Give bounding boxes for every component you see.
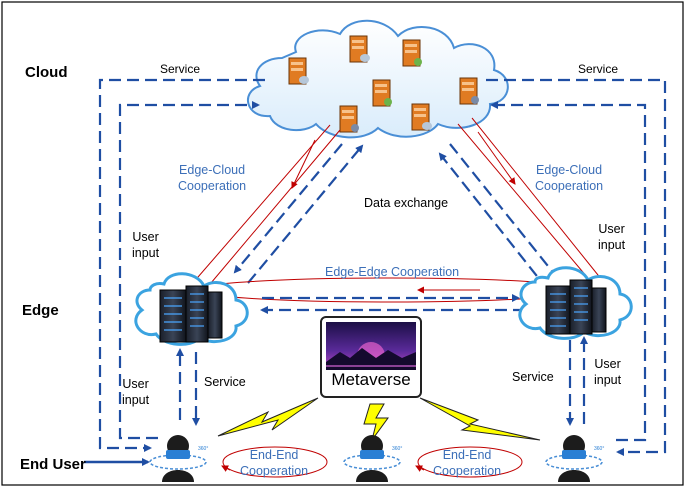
svg-text:360°: 360° [594,446,604,452]
cloud-server-icon [411,103,432,131]
edge-edge-label: Edge-Edge Cooperation [325,265,460,279]
cloud-servers [288,35,479,133]
vr-user-left: 360° [149,435,208,482]
user-input-label-left-upper: User input [132,230,160,260]
edge-node-right [518,266,633,340]
end-end-links [221,446,523,478]
cloud-to-edge-left-arrow [233,143,343,274]
vr-user-right: 360° [545,435,604,482]
cloud-to-edge-right-arrow [449,143,558,278]
edge-server-rack-icon [159,285,223,343]
cloud-datacenter [247,19,509,139]
service-label-right-lower: Service [512,370,554,384]
wireless-links [217,397,541,441]
edge-right-to-cloud-arrow [438,152,549,291]
red-line [199,129,341,297]
cloud-server-icon [372,79,392,107]
user-input-label-right-lower: User input [594,357,622,387]
service-label-right: Service [578,62,619,76]
edge-cloud-label-left: Edge-Cloud Cooperation [178,163,247,193]
red-arrow [477,131,516,185]
service-label-left: Service [160,62,201,76]
vr-user-middle: 360° [343,435,402,482]
user-input-label-left-lower: User input [122,377,150,407]
svg-text:360°: 360° [392,446,402,452]
edge-left-to-cloud-arrow [247,144,364,284]
edge-server-rack-icon [545,279,607,335]
service-arrow-right-outer [486,78,667,456]
cloud-server-icon [339,105,359,133]
edge-cloud-label-right: Edge-Cloud Cooperation [535,163,604,193]
service-arrow-left-outer [98,78,265,452]
red-line [471,117,611,291]
end-end-label-right: End-End Cooperation [433,448,502,478]
service-loops [98,78,667,456]
cloud-server-icon [402,39,422,67]
metaverse-box: Metaverse [320,316,422,398]
edge-user-arrows [176,336,588,426]
tier-label-cloud: Cloud [25,64,68,81]
user-input-label-right-upper: User input [598,222,626,252]
service-label-left-lower: Service [204,375,246,389]
lightning-icon [363,403,389,441]
user-input-arrow-left-outer [118,101,260,440]
red-arrow [291,139,316,189]
cloud-server-icon [288,57,309,85]
cloud-server-icon [459,77,479,105]
tier-label-edge: Edge [22,302,59,319]
lightning-icon [217,397,319,437]
edge-cloud-arrows [233,143,558,291]
end-end-label-left: End-End Cooperation [240,448,309,478]
red-line [457,123,599,291]
edge-node-left [134,272,249,346]
lightning-icon [419,397,541,441]
metaverse-label: Metaverse [331,370,411,389]
cloud-server-icon [349,35,370,63]
svg-text:360°: 360° [198,446,208,452]
data-exchange-label: Data exchange [364,196,449,210]
red-line [184,124,331,293]
edge-cloud-red-lines [184,117,611,297]
metaverse-image [326,322,416,370]
tier-label-end-user: End User [20,456,86,473]
user-input-arrow-right-outer [490,101,647,442]
